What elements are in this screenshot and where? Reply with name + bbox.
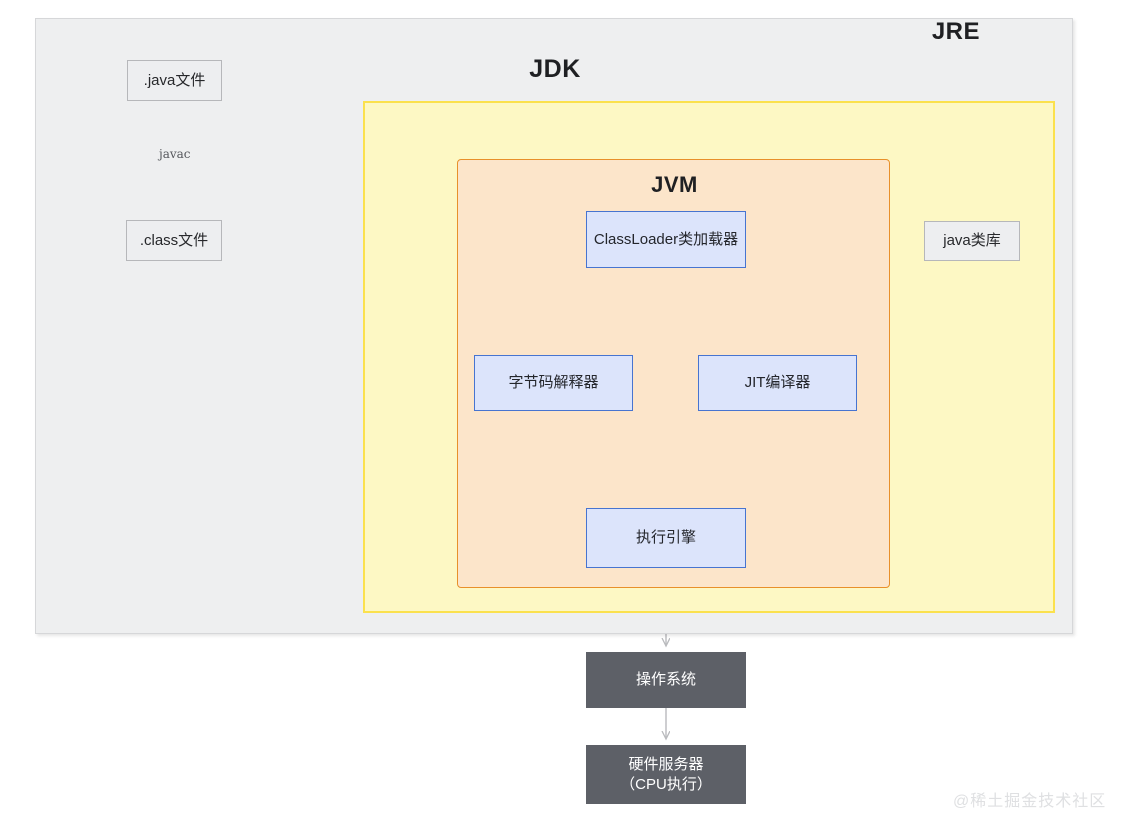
container-jre-label: JRE — [931, 18, 980, 45]
edge-label-javac: javac — [159, 147, 191, 161]
node-hardware-server-text: 硬件服务器 （CPU执行） — [620, 755, 712, 795]
node-execution-engine-label: 执行引擎 — [635, 529, 696, 547]
node-hardware-server-line1: 硬件服务器 — [628, 755, 704, 773]
node-class-file-label: .class文件 — [139, 231, 209, 249]
node-jit-compiler[interactable]: JIT编译器 — [698, 355, 857, 411]
node-hardware-server[interactable]: 硬件服务器 （CPU执行） — [586, 745, 746, 804]
node-java-file[interactable]: .java文件 — [127, 60, 222, 101]
node-bytecode-interpreter-label: 字节码解释器 — [508, 374, 599, 392]
node-jit-compiler-label: JIT编译器 — [744, 374, 811, 392]
node-bytecode-interpreter[interactable]: 字节码解释器 — [474, 355, 633, 411]
watermark: @稀土掘金技术社区 — [953, 793, 1107, 810]
node-java-file-label: .java文件 — [143, 71, 206, 89]
container-jvm-label: JVM — [651, 172, 698, 197]
node-hardware-server-line2: （CPU执行） — [620, 775, 712, 793]
node-java-library[interactable]: java类库 — [924, 221, 1020, 261]
node-classloader-label: ClassLoader类加载器 — [593, 230, 739, 248]
node-class-file[interactable]: .class文件 — [126, 220, 222, 261]
node-operating-system-label: 操作系统 — [635, 671, 696, 689]
node-operating-system[interactable]: 操作系统 — [586, 652, 746, 708]
node-java-library-label: java类库 — [943, 232, 1001, 250]
container-jdk-label: JDK — [529, 55, 581, 83]
node-classloader[interactable]: ClassLoader类加载器 — [586, 211, 746, 268]
node-execution-engine[interactable]: 执行引擎 — [586, 508, 746, 568]
